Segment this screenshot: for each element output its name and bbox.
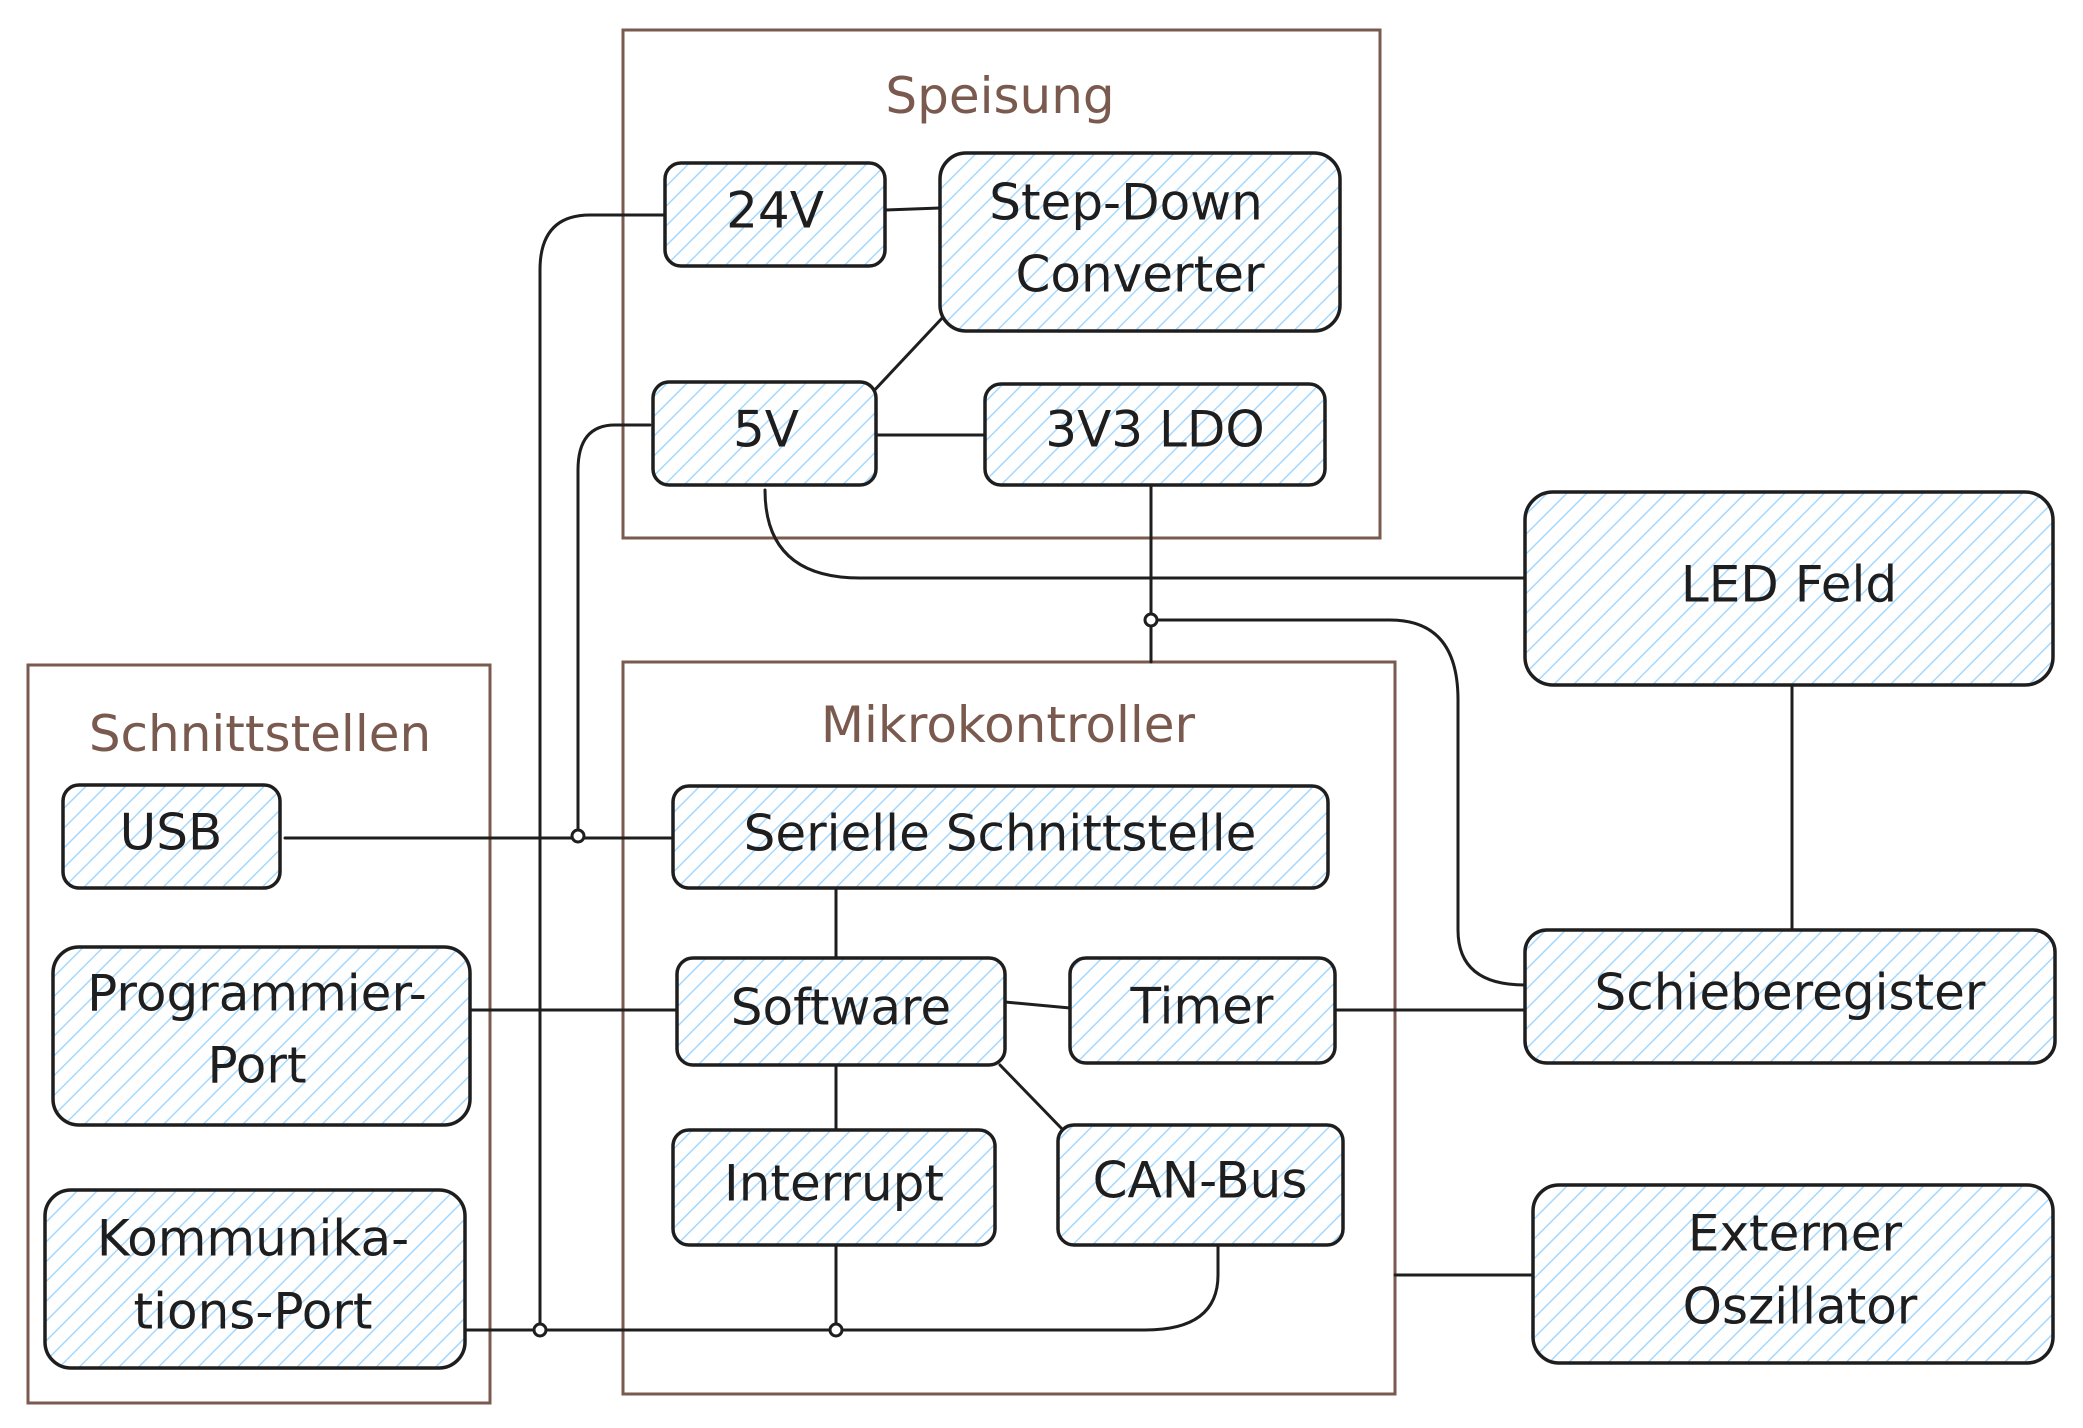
wire-24v-stepdown — [883, 206, 942, 212]
block-software-shape — [675, 956, 1007, 1067]
block-timer-label: Timer — [1130, 978, 1274, 1036]
junction-3v3 — [1143, 612, 1159, 628]
block-5v-label: 5V — [733, 401, 799, 459]
block-externer-oszillator: Externer Oszillator — [1531, 1183, 2055, 1365]
block-step-down-label-1: Step-Down — [989, 174, 1263, 232]
block-can-bus-label: CAN-Bus — [1093, 1152, 1308, 1210]
block-software: Software — [675, 956, 1007, 1067]
block-usb-shape — [61, 783, 282, 890]
wire-24v-rail — [538, 213, 667, 1330]
block-step-down-shape — [938, 151, 1342, 333]
block-programmier-port-label-2: Port — [207, 1037, 306, 1095]
block-5v: 5V — [651, 380, 878, 487]
wire-stepdown-5v — [868, 313, 947, 397]
junction-5v-serial — [570, 828, 586, 844]
block-interrupt-label: Interrupt — [724, 1155, 944, 1213]
block-3v3-ldo: 3V3 LDO — [983, 382, 1327, 487]
schnittstellen-title: Schnittstellen — [89, 705, 431, 763]
wire-3v3-schieberegister — [1149, 618, 1527, 987]
block-programmier-port-shape — [51, 945, 472, 1127]
block-serielle-shape — [671, 784, 1330, 890]
group-mikrokontroller: Mikrokontroller — [621, 660, 1397, 1396]
block-oszillator-label-2: Oszillator — [1683, 1278, 1918, 1336]
block-kommunikations-port-label-1: Kommunika- — [97, 1210, 409, 1268]
block-schieberegister: Schieberegister — [1523, 928, 2057, 1065]
block-led-feld-label: LED Feld — [1681, 556, 1897, 614]
block-led-feld: LED Feld — [1523, 490, 2055, 687]
block-24v-shape — [663, 161, 887, 268]
block-step-down-label-2: Converter — [1015, 246, 1264, 304]
speisung-title: Speisung — [885, 67, 1114, 125]
block-schieberegister-shape — [1523, 928, 2057, 1065]
block-software-label: Software — [731, 979, 951, 1037]
group-speisung: Speisung — [621, 28, 1382, 540]
block-can-bus-shape — [1056, 1123, 1345, 1247]
group-schnittstellen: Schnittstellen — [26, 663, 492, 1405]
block-timer-shape — [1068, 956, 1337, 1065]
block-24v: 24V — [663, 161, 887, 268]
block-oszillator-label-1: Externer — [1688, 1205, 1903, 1263]
junction-interrupt-comm — [828, 1322, 844, 1338]
mikrokontroller-title: Mikrokontroller — [821, 696, 1196, 754]
wire-5v-led — [763, 488, 1527, 580]
block-kommunikations-port-shape — [43, 1188, 467, 1370]
block-schieberegister-label: Schieberegister — [1595, 964, 1986, 1022]
block-usb: USB — [61, 783, 282, 890]
connections — [283, 206, 1794, 1332]
wire-komport-canbus — [463, 1243, 1220, 1332]
junction-24v-comm — [532, 1322, 548, 1338]
block-kommunikations-port-label-2: tions-Port — [134, 1283, 373, 1341]
block-timer: Timer — [1068, 956, 1337, 1065]
mikrokontroller-frame — [621, 660, 1397, 1396]
block-step-down-converter: Step-Down Converter — [938, 151, 1342, 333]
speisung-frame — [621, 28, 1382, 540]
block-oszillator-shape — [1531, 1183, 2055, 1365]
block-24v-label: 24V — [726, 182, 824, 240]
block-interrupt: Interrupt — [671, 1128, 997, 1247]
wire-5v-rail — [576, 423, 652, 838]
wire-software-canbus — [998, 1063, 1067, 1134]
block-interrupt-shape — [671, 1128, 997, 1247]
block-3v3-ldo-label: 3V3 LDO — [1045, 401, 1264, 459]
block-serielle-label: Serielle Schnittstelle — [744, 805, 1257, 863]
block-programmier-port-label-1: Programmier- — [87, 965, 427, 1023]
block-programmier-port: Programmier- Port — [51, 945, 472, 1127]
block-5v-shape — [651, 380, 878, 487]
block-kommunikations-port: Kommunika- tions-Port — [43, 1188, 467, 1370]
block-3v3-ldo-shape — [983, 382, 1327, 487]
block-led-feld-shape — [1523, 490, 2055, 687]
block-can-bus: CAN-Bus — [1056, 1123, 1345, 1247]
wire-software-timer — [1003, 1000, 1072, 1010]
block-serielle-schnittstelle: Serielle Schnittstelle — [671, 784, 1330, 890]
schnittstellen-frame — [26, 663, 492, 1405]
junctions — [532, 612, 1159, 1338]
block-usb-label: USB — [120, 804, 223, 862]
